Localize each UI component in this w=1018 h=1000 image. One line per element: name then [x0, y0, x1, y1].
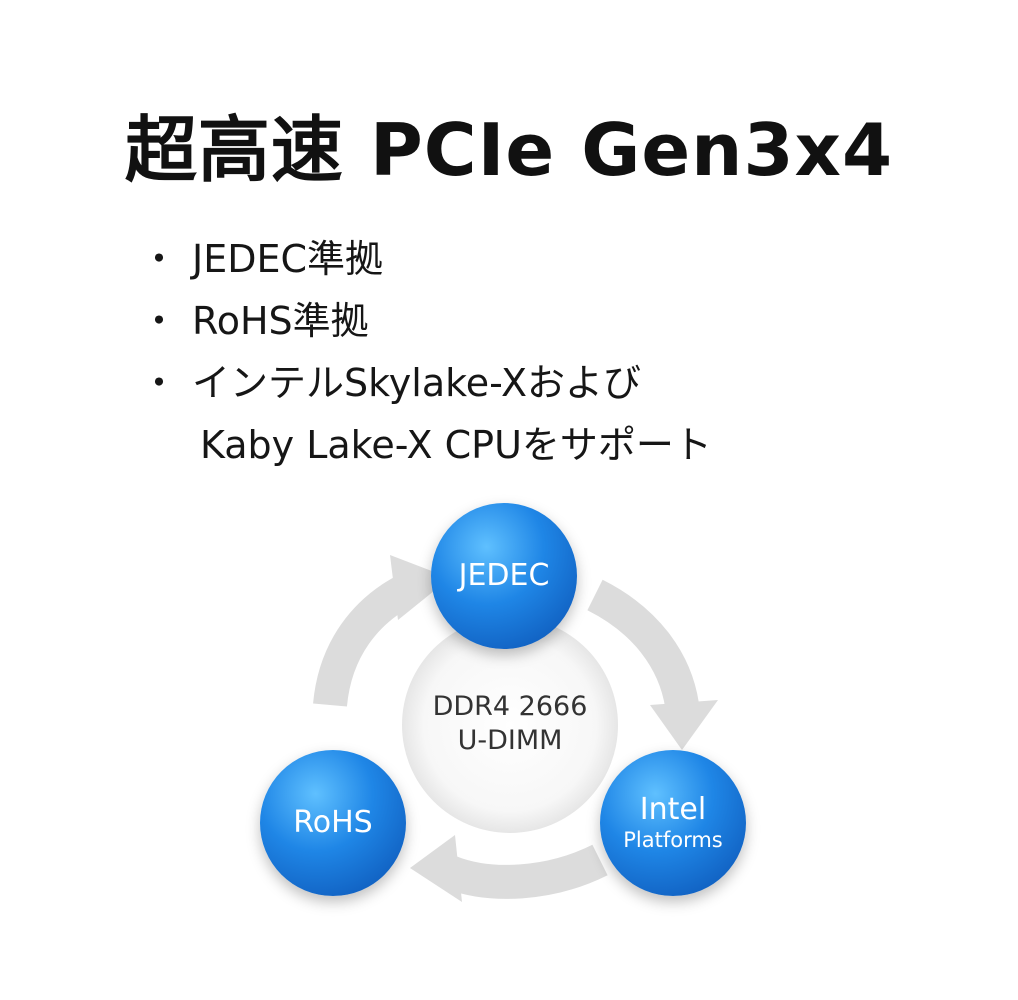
arrow-right-head [650, 700, 718, 750]
feature-item-rohs: ・ RoHS準拠 [140, 290, 712, 352]
feature-item-cpu: ・ インテルSkylake-Xおよび Kaby Lake-X CPUをサポート [140, 352, 712, 476]
intel-badge-sublabel: Platforms [623, 828, 723, 852]
arrow-right [587, 579, 699, 709]
cycle-arrows [313, 555, 718, 902]
arrow-bottom [443, 844, 608, 899]
center-label-line: U-DIMM [457, 725, 563, 756]
jedec-badge: JEDEC [431, 503, 577, 649]
feature-text-line: RoHS準拠 [192, 299, 369, 343]
page-title: 超高速 PCIe Gen3x4 [124, 108, 894, 192]
arrow-bottom-head [410, 835, 462, 902]
center-label-line: DDR4 2666 [432, 691, 588, 722]
feature-text: JEDEC準拠 [192, 228, 383, 290]
bullet-icon: ・ [140, 299, 179, 343]
feature-text-line: JEDEC準拠 [192, 237, 384, 281]
intel-badge-label: Intel [639, 792, 707, 827]
arrow-left-head [390, 555, 450, 620]
jedec-badge-label: JEDEC [458, 558, 550, 593]
rohs-badge: RoHS [260, 750, 406, 896]
center-circle [402, 617, 618, 833]
feature-text-line: Kaby Lake-X CPUをサポート [200, 423, 712, 467]
intel-badge: Intel Platforms [600, 750, 746, 896]
bullet-icon: ・ [140, 361, 179, 405]
feature-text: RoHS準拠 [192, 290, 369, 352]
compliance-diagram: DDR4 2666 U-DIMM JEDEC RoHS Intel Platfo… [250, 500, 770, 920]
feature-text-line: インテルSkylake-Xおよび [192, 361, 641, 405]
feature-text: インテルSkylake-Xおよび Kaby Lake-X CPUをサポート [192, 352, 712, 476]
bullet-icon: ・ [140, 237, 179, 281]
center-label: DDR4 2666 U-DIMM [400, 690, 620, 758]
feature-item-jedec: ・ JEDEC準拠 [140, 228, 712, 290]
rohs-badge-label: RoHS [293, 805, 373, 840]
feature-list: ・ JEDEC準拠 ・ RoHS準拠 ・ インテルSkylake-Xおよび Ka… [140, 228, 712, 476]
